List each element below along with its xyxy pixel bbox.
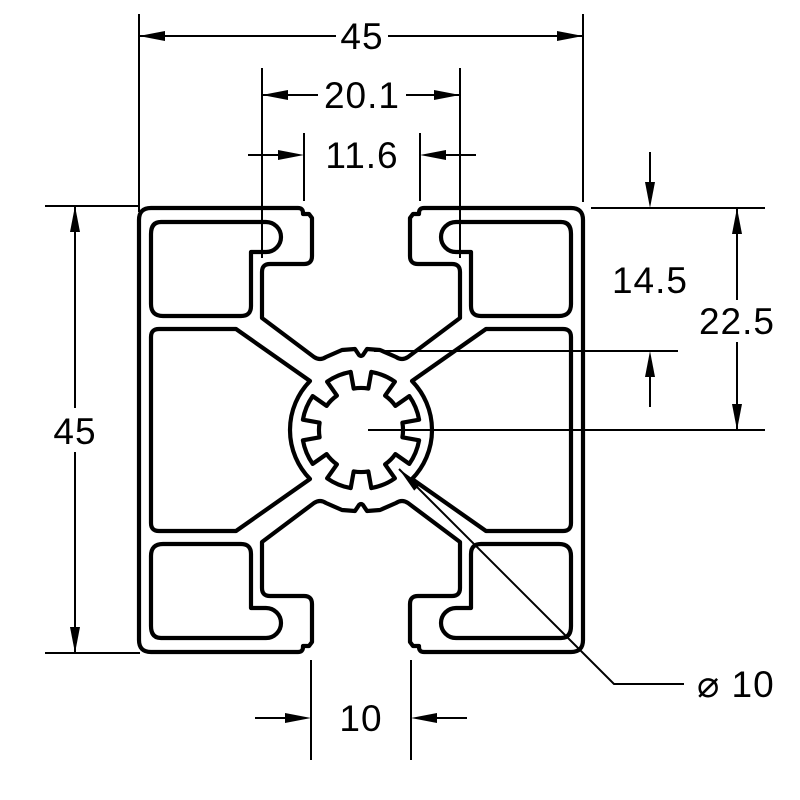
arrowhead-down <box>732 404 742 430</box>
corner-chamber-top-left <box>148 219 284 319</box>
arrowhead-right <box>557 31 583 41</box>
arrowhead-right <box>434 90 460 100</box>
arrowhead-right <box>411 713 437 723</box>
corner-chamber-top-right <box>438 219 574 319</box>
dimension-overall-height-label: 45 <box>53 411 96 452</box>
arrowhead-left <box>285 713 311 723</box>
arrowhead-up <box>70 206 80 232</box>
callout-center-bore-label: ⌀ 10 <box>697 664 775 705</box>
dimension-overall-height: 45 <box>45 205 140 654</box>
dimension-face-to-center-label: 22.5 <box>699 301 775 342</box>
arrowhead-down <box>645 182 655 208</box>
dimension-slot-depth-label: 14.5 <box>612 260 688 301</box>
corner-chamber-bottom-left <box>148 541 284 641</box>
corner-chamber-bottom-right <box>438 541 574 641</box>
dimension-bottom-slot-opening: 10 <box>255 660 467 760</box>
arrowhead-right <box>420 150 446 160</box>
dimension-bottom-slot-label: 10 <box>339 698 382 739</box>
extrusion-profile <box>136 205 586 655</box>
dimension-slot-depth: 14.5 <box>374 152 765 407</box>
dimension-slot-step-label: 11.6 <box>325 135 398 176</box>
arrowhead-left <box>278 150 304 160</box>
side-cavity-left <box>148 326 313 534</box>
arrowhead-up <box>732 208 742 234</box>
dimension-slot-step-width: 11.6 <box>248 133 476 201</box>
leader-arrowhead <box>399 469 421 491</box>
leader-line <box>398 468 684 685</box>
callout-center-bore: ⌀ 10 <box>398 468 775 705</box>
dimension-overall-width: 45 <box>138 14 584 212</box>
dimension-slot-channel-width: 20.1 <box>261 68 461 258</box>
center-bore-splined <box>300 369 422 491</box>
dimension-overall-width-label: 45 <box>340 16 383 57</box>
dimension-face-to-center: 22.5 <box>368 208 775 431</box>
arrowhead-up <box>645 351 655 377</box>
arrowhead-down <box>70 627 80 653</box>
arrowhead-left <box>139 31 165 41</box>
dimension-slot-channel-label: 20.1 <box>324 75 400 116</box>
arrowhead-left <box>262 90 288 100</box>
